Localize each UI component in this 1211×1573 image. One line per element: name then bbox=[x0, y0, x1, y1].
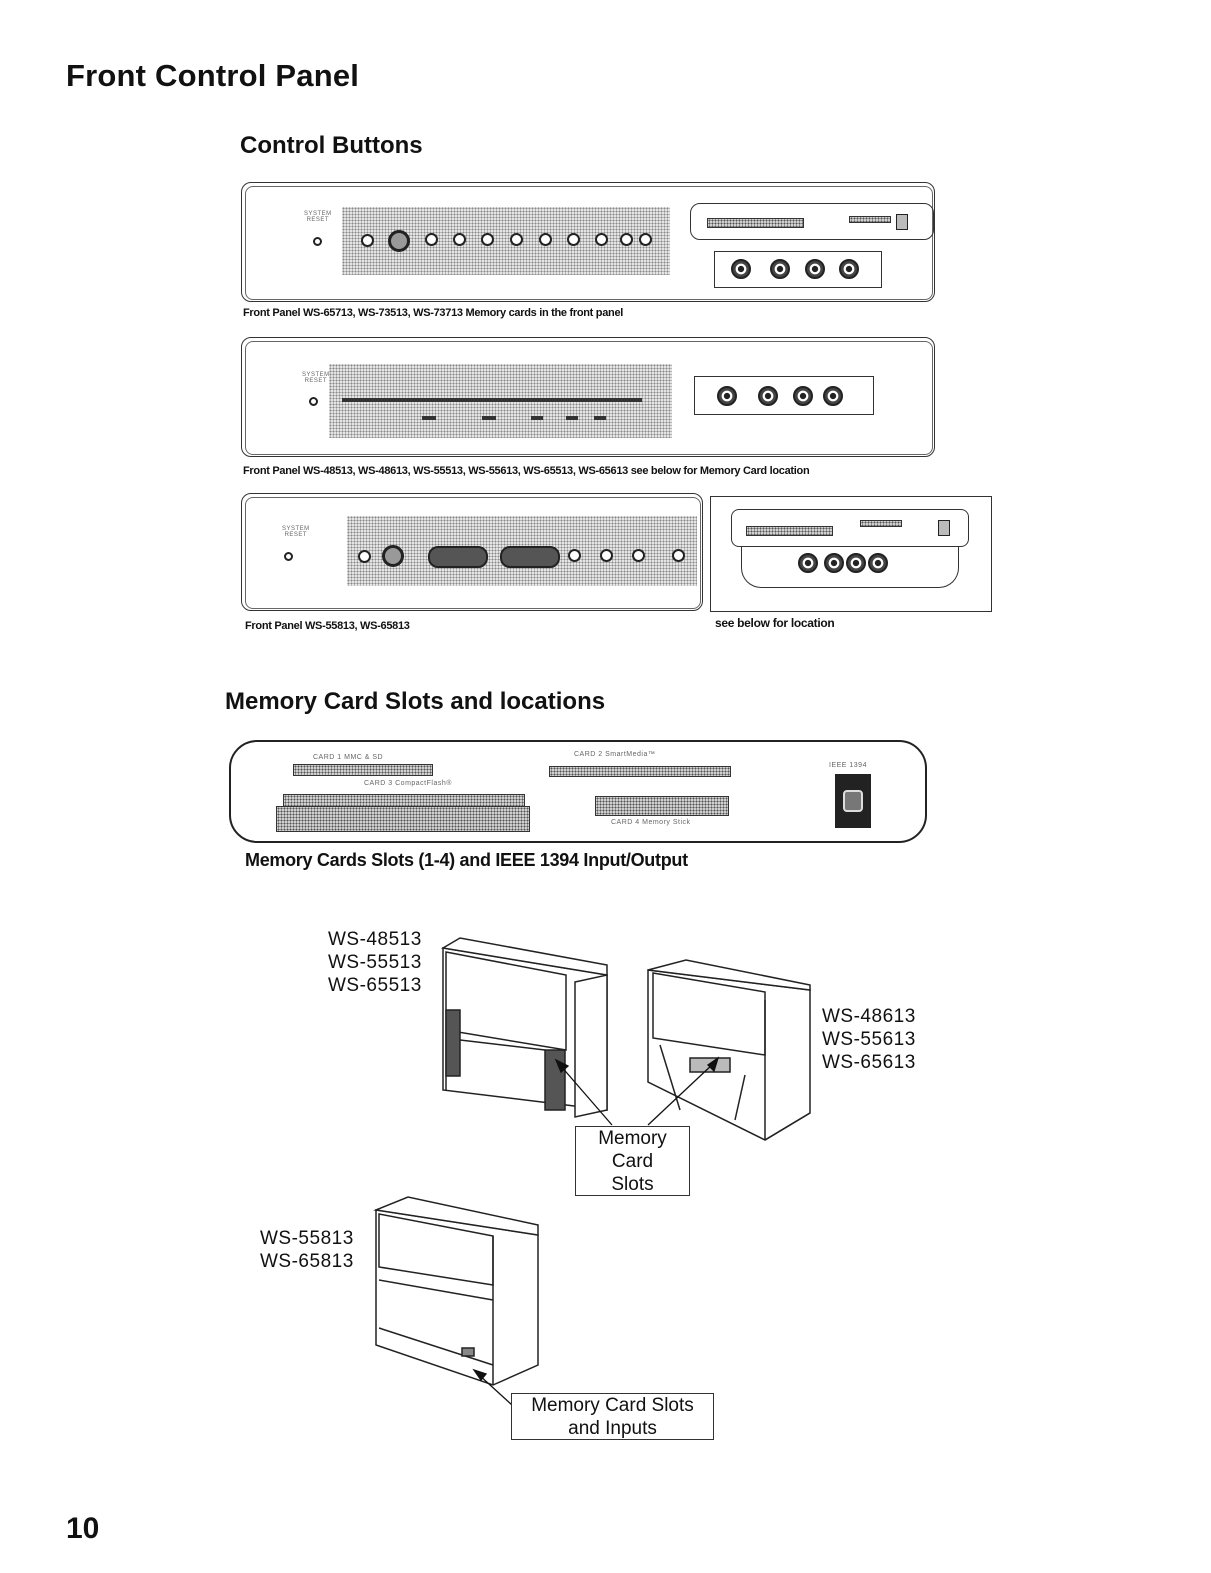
memory-card-panel: CARD 1 MMC & SD CARD 3 CompactFlash® CAR… bbox=[229, 740, 927, 843]
power-button[interactable] bbox=[388, 230, 410, 252]
front-panel-3-bezel bbox=[245, 497, 701, 609]
front-panel-1: SYSTEM RESET bbox=[241, 182, 935, 302]
section-heading-control-buttons: Control Buttons bbox=[240, 132, 423, 159]
section-heading-memory-card: Memory Card Slots and locations bbox=[225, 688, 606, 715]
panel-button[interactable] bbox=[510, 233, 523, 246]
system-reset-button[interactable] bbox=[313, 237, 322, 246]
ieee1394-port[interactable] bbox=[843, 790, 863, 812]
audio-left-jack[interactable] bbox=[793, 386, 813, 406]
tv-cabinet-1 bbox=[440, 937, 608, 1118]
audio-left-jack[interactable] bbox=[846, 553, 866, 573]
card2-slot[interactable] bbox=[549, 766, 731, 777]
front-panel-1-bezel bbox=[245, 186, 933, 300]
memory-card-slots-inputs-callout: Memory Card Slots and Inputs bbox=[511, 1393, 714, 1440]
system-reset-label: SYSTEM RESET bbox=[302, 372, 330, 384]
panel-button[interactable] bbox=[453, 233, 466, 246]
panel-button[interactable] bbox=[568, 549, 581, 562]
memory-card-module bbox=[690, 203, 934, 240]
model-group-3: WS-55813 WS-65813 bbox=[260, 1228, 354, 1272]
panel-1-caption: Front Panel WS-65713, WS-73513, WS-73713… bbox=[243, 307, 624, 319]
system-reset-label: SYSTEM RESET bbox=[282, 526, 310, 538]
audio-right-jack[interactable] bbox=[839, 259, 859, 279]
card-slot[interactable] bbox=[849, 216, 891, 223]
power-button[interactable] bbox=[382, 545, 404, 567]
system-reset-button[interactable] bbox=[284, 552, 293, 561]
panel-button[interactable] bbox=[672, 549, 685, 562]
ieee1394-port[interactable] bbox=[896, 214, 908, 230]
power-led bbox=[361, 234, 374, 247]
card3-label: CARD 3 CompactFlash® bbox=[364, 780, 452, 787]
card4-label: CARD 4 Memory Stick bbox=[611, 819, 691, 826]
card4-slot[interactable] bbox=[595, 796, 729, 816]
card3-slot[interactable] bbox=[276, 806, 530, 832]
s-video-jack[interactable] bbox=[798, 553, 818, 573]
video-jack[interactable] bbox=[758, 386, 778, 406]
memory-card-module bbox=[731, 509, 969, 547]
panel-button[interactable] bbox=[425, 233, 438, 246]
ieee1394-label: IEEE 1394 bbox=[829, 762, 867, 769]
model-group-1: WS-48513 WS-55513 WS-65513 bbox=[328, 929, 422, 996]
button-bar bbox=[342, 398, 642, 402]
panel-button[interactable] bbox=[482, 416, 496, 420]
model-group-2: WS-48613 WS-55613 WS-65613 bbox=[822, 1006, 916, 1073]
system-reset-label: SYSTEM RESET bbox=[304, 211, 332, 223]
av-input-module bbox=[694, 376, 874, 415]
card1-slot[interactable] bbox=[293, 764, 433, 776]
card-slot[interactable] bbox=[860, 520, 902, 527]
panel-button[interactable] bbox=[539, 233, 552, 246]
audio-right-jack[interactable] bbox=[823, 386, 843, 406]
video-jack[interactable] bbox=[770, 259, 790, 279]
front-panel-3: SYSTEM RESET bbox=[241, 493, 703, 611]
audio-right-jack[interactable] bbox=[868, 553, 888, 573]
card2-label: CARD 2 SmartMedia™ bbox=[574, 751, 656, 758]
card1-label: CARD 1 MMC & SD bbox=[313, 754, 384, 761]
memory-card-slots-callout: Memory Card Slots bbox=[575, 1126, 690, 1196]
system-reset-button[interactable] bbox=[309, 397, 318, 406]
callout-arrows bbox=[472, 1056, 720, 1406]
panel-button[interactable] bbox=[566, 416, 578, 420]
av-input-module bbox=[741, 547, 959, 588]
panel-button[interactable] bbox=[481, 233, 494, 246]
page-title: Front Control Panel bbox=[66, 58, 360, 93]
panel-button[interactable] bbox=[531, 416, 543, 420]
panel-button[interactable] bbox=[620, 233, 633, 246]
front-panel-2-bezel bbox=[245, 341, 933, 455]
channel-rocker[interactable] bbox=[500, 546, 560, 568]
s-video-jack[interactable] bbox=[731, 259, 751, 279]
card-slot[interactable] bbox=[707, 218, 804, 228]
audio-left-jack[interactable] bbox=[805, 259, 825, 279]
video-jack[interactable] bbox=[824, 553, 844, 573]
volume-rocker[interactable] bbox=[428, 546, 488, 568]
front-panel-2: SYSTEM RESET bbox=[241, 337, 935, 457]
panel-button[interactable] bbox=[594, 416, 606, 420]
power-led bbox=[358, 550, 371, 563]
s-video-jack[interactable] bbox=[717, 386, 737, 406]
tv-cabinet-3 bbox=[373, 1196, 539, 1386]
panel-button[interactable] bbox=[422, 416, 436, 420]
tv-cabinet-2 bbox=[647, 959, 811, 1141]
av-input-module bbox=[714, 251, 882, 288]
panel-button[interactable] bbox=[600, 549, 613, 562]
panel-button[interactable] bbox=[639, 233, 652, 246]
panel-button[interactable] bbox=[595, 233, 608, 246]
ieee1394-port-surround bbox=[835, 774, 871, 828]
ieee1394-port[interactable] bbox=[938, 520, 950, 536]
memory-panel-caption: Memory Cards Slots (1-4) and IEEE 1394 I… bbox=[245, 850, 688, 870]
card3-slot-top bbox=[283, 794, 525, 808]
memory-input-module-box bbox=[710, 496, 992, 612]
panel-3-caption: Front Panel WS-55813, WS-65813 bbox=[245, 620, 410, 632]
panel-2-caption: Front Panel WS-48513, WS-48613, WS-55513… bbox=[243, 465, 810, 477]
card-slot[interactable] bbox=[746, 526, 833, 536]
panel-3-side-caption: see below for location bbox=[715, 616, 835, 630]
page-number: 10 bbox=[66, 1512, 100, 1545]
panel-button[interactable] bbox=[567, 233, 580, 246]
panel-button[interactable] bbox=[632, 549, 645, 562]
